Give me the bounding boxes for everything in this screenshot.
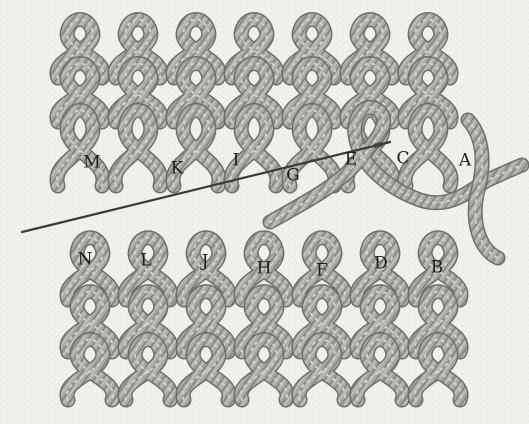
label-i: I <box>233 151 240 171</box>
label-k: K <box>171 159 184 179</box>
label-f: F <box>316 261 328 281</box>
label-c: C <box>396 149 409 169</box>
label-l: L <box>140 251 151 271</box>
label-g: G <box>286 166 300 186</box>
label-h: H <box>257 259 272 279</box>
label-a: A <box>458 151 472 171</box>
label-n: N <box>78 250 93 270</box>
label-b: B <box>431 258 444 278</box>
label-e: E <box>345 150 357 170</box>
label-m: M <box>83 153 100 173</box>
label-d: D <box>374 254 388 274</box>
label-j: J <box>200 252 209 272</box>
